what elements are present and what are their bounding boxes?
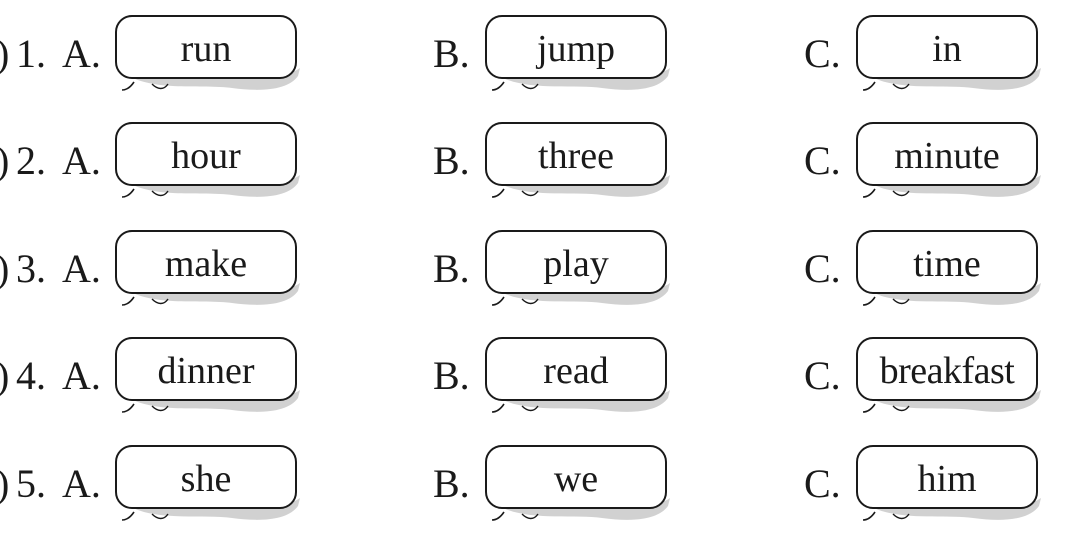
option-word: in [932, 28, 962, 70]
option-letter: A. [62, 31, 101, 76]
speech-bubble-shape [115, 445, 300, 521]
speech-bubble-shape [856, 122, 1041, 198]
option-bubble[interactable]: minute [853, 121, 1043, 201]
speech-bubble-shape [485, 230, 670, 306]
answer-paren: ) [0, 245, 9, 293]
option-word: time [913, 243, 981, 285]
option-word: him [917, 458, 977, 500]
option-letter: B. [433, 246, 470, 291]
speech-bubble-shape [485, 15, 670, 91]
option-letter: B. [433, 461, 470, 506]
option-word: we [553, 458, 599, 500]
option-bubble[interactable]: hour [112, 121, 302, 201]
question-row: )1. A. run B. jump C. in [0, 14, 1080, 94]
option-word: three [538, 135, 614, 177]
option-bubble[interactable]: time [853, 229, 1043, 309]
question-number: 4. [16, 353, 46, 398]
question-number: 3. [16, 246, 46, 291]
option-letter: C. [804, 353, 841, 398]
option-letter: B. [433, 138, 470, 183]
option-letter: A. [62, 246, 101, 291]
speech-bubble-shape [115, 122, 300, 198]
question-row: )4. A. dinner B. read C. breakfast [0, 336, 1080, 416]
answer-paren: ) [0, 460, 9, 508]
question-number: 1. [16, 31, 46, 76]
speech-bubble-shape [856, 230, 1041, 306]
speech-bubble-shape [485, 337, 670, 413]
option-letter: C. [804, 31, 841, 76]
option-letter: C. [804, 461, 841, 506]
option-word: hour [171, 135, 241, 177]
option-bubble[interactable]: three [482, 121, 672, 201]
option-letter: B. [433, 353, 470, 398]
option-word: run [180, 28, 232, 70]
option-word: breakfast [879, 350, 1015, 392]
question-row: )2. A. hour B. three C. minute [0, 121, 1080, 201]
speech-bubble-shape [485, 445, 670, 521]
option-word: jump [536, 28, 616, 70]
option-bubble[interactable]: run [112, 14, 302, 94]
answer-paren: ) [0, 137, 9, 185]
question-number: 2. [16, 138, 46, 183]
option-letter: A. [62, 353, 101, 398]
answer-paren: ) [0, 352, 9, 400]
option-bubble[interactable]: make [112, 229, 302, 309]
option-word: make [164, 243, 248, 285]
option-bubble[interactable]: him [853, 444, 1043, 524]
speech-bubble-shape [115, 15, 300, 91]
option-letter: A. [62, 138, 101, 183]
speech-bubble-shape [856, 337, 1041, 413]
speech-bubble-shape [115, 230, 300, 306]
option-letter: B. [433, 31, 470, 76]
option-bubble[interactable]: dinner [112, 336, 302, 416]
option-letter: A. [62, 461, 101, 506]
option-bubble[interactable]: in [853, 14, 1043, 94]
option-letter: C. [804, 246, 841, 291]
speech-bubble-shape [115, 337, 300, 413]
option-bubble[interactable]: jump [482, 14, 672, 94]
question-number: 5. [16, 461, 46, 506]
option-word: she [180, 458, 232, 500]
option-bubble[interactable]: read [482, 336, 672, 416]
option-letter: C. [804, 138, 841, 183]
option-bubble[interactable]: breakfast [853, 336, 1043, 416]
option-word: play [543, 243, 609, 285]
speech-bubble-shape [485, 122, 670, 198]
option-bubble[interactable]: she [112, 444, 302, 524]
speech-bubble-shape [856, 445, 1041, 521]
option-word: read [543, 350, 609, 392]
speech-bubble-shape [856, 15, 1041, 91]
option-bubble[interactable]: we [482, 444, 672, 524]
answer-paren: ) [0, 30, 9, 78]
question-row: )5. A. she B. we C. him [0, 444, 1080, 524]
question-row: )3. A. make B. play C. time [0, 229, 1080, 309]
option-word: minute [894, 135, 1000, 177]
option-bubble[interactable]: play [482, 229, 672, 309]
option-word: dinner [157, 350, 255, 392]
